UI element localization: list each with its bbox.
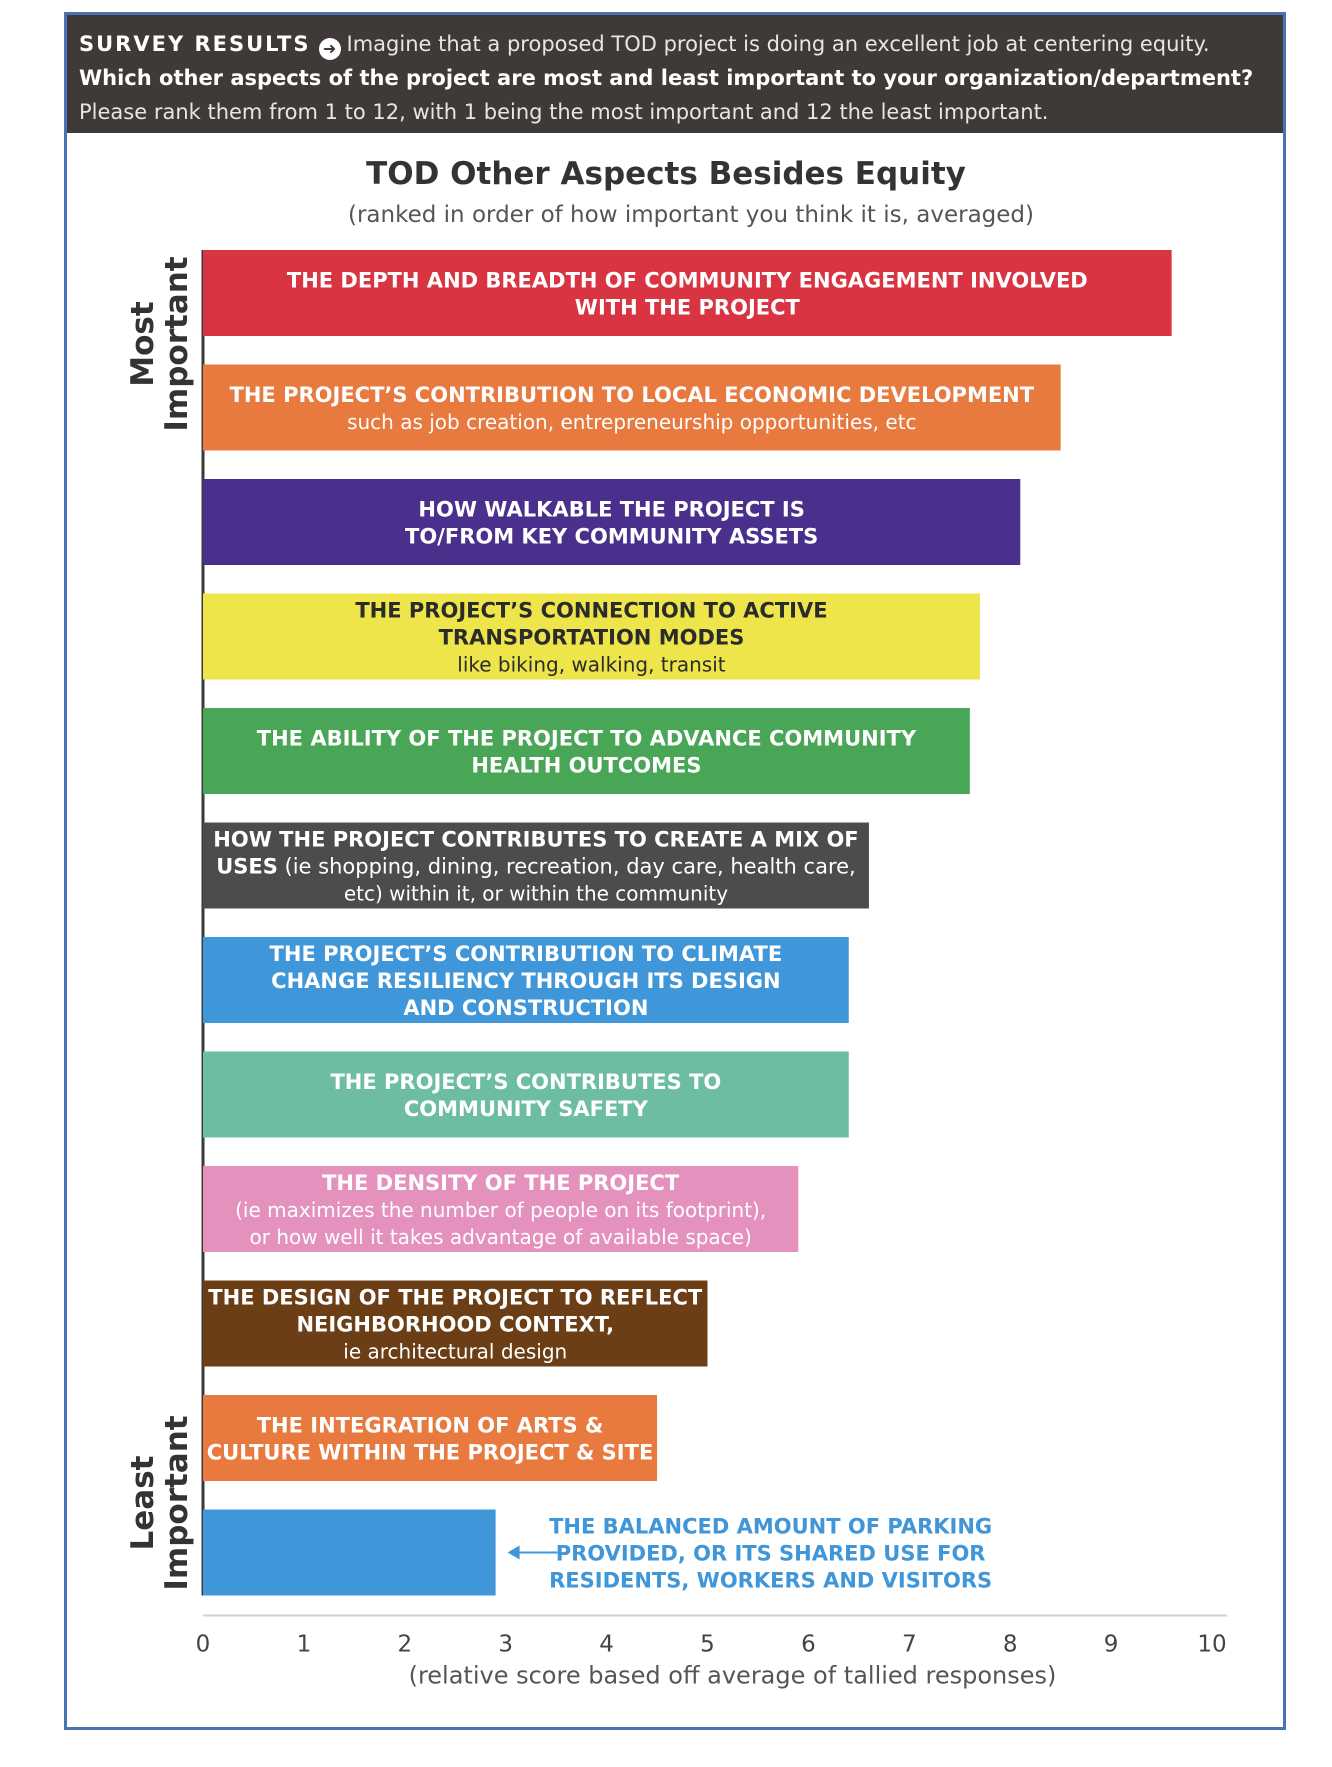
bar-10-label-line-1: THE DESIGN OF THE PROJECT TO REFLECT — [208, 1286, 703, 1310]
bar-4 — [203, 593, 980, 680]
bar-1-label-line-1: THE DEPTH AND BREADTH OF COMMUNITY ENGAG… — [287, 269, 1088, 293]
x-tick-6: 6 — [801, 1632, 816, 1658]
pointer-arrow-icon — [507, 1545, 520, 1560]
x-tick-4: 4 — [599, 1632, 614, 1658]
bar-5-label-line-2: HEALTH OUTCOMES — [471, 754, 701, 778]
header-question-intro: Imagine that a proposed TOD project is d… — [346, 32, 1210, 56]
survey-header: SURVEY RESULTS ➜Imagine that a proposed T… — [67, 15, 1283, 133]
x-tick-1: 1 — [297, 1632, 312, 1658]
bar-12-label-line-2: PROVIDED, OR ITS SHARED USE FOR — [556, 1542, 986, 1566]
bar-7-label-line-2: CHANGE RESILIENCY THROUGH ITS DESIGN — [271, 969, 780, 993]
bar-12 — [203, 1509, 496, 1596]
bar-6-label-line-3: etc) within it, or within the community — [344, 882, 728, 906]
bar-2-label-line-1: THE PROJECT’S CONTRIBUTION TO LOCAL ECON… — [230, 383, 1035, 407]
bar-7 — [203, 937, 849, 1023]
header-instructions: Please rank them from 1 to 12, with 1 be… — [79, 100, 1049, 124]
x-tick-2: 2 — [397, 1632, 412, 1658]
x-tick-7: 7 — [902, 1632, 917, 1658]
bar-4-label-line-2: TRANSPORTATION MODES — [439, 626, 745, 650]
x-tick-0: 0 — [196, 1632, 211, 1658]
bar-7-label-line-3: AND CONSTRUCTION — [403, 996, 648, 1020]
bar-4-label-line-3: like biking, walking, transit — [457, 653, 725, 677]
bar-5-label-line-1: THE ABILITY OF THE PROJECT TO ADVANCE CO… — [257, 727, 917, 751]
bar-3-label-line-2: TO/FROM KEY COMMUNITY ASSETS — [405, 525, 818, 549]
bar-10 — [203, 1280, 708, 1367]
bar-5 — [203, 708, 970, 794]
bar-11 — [203, 1395, 658, 1481]
bar-6 — [203, 822, 869, 909]
x-axis-label: (relative score based off average of tal… — [409, 1662, 1057, 1690]
bar-8-label-line-1: THE PROJECT’S CONTRIBUTES TO — [330, 1070, 721, 1094]
bar-11-label-line-1: THE INTEGRATION OF ARTS & — [257, 1414, 604, 1438]
bar-7-label-line-1: THE PROJECT’S CONTRIBUTION TO CLIMATE — [270, 942, 783, 966]
header-line-1: SURVEY RESULTS ➜Imagine that a proposed T… — [79, 27, 1271, 61]
bar-1-label-line-2: WITH THE PROJECT — [575, 296, 801, 320]
x-tick-10: 10 — [1197, 1632, 1226, 1658]
x-tick-8: 8 — [1003, 1632, 1018, 1658]
bar-8 — [203, 1051, 849, 1138]
bar-3-label-line-1: HOW WALKABLE THE PROJECT IS — [418, 498, 804, 522]
bar-9-label-line-1: THE DENSITY OF THE PROJECT — [322, 1171, 680, 1195]
bar-2-label-line-2: such as job creation, entrepreneurship o… — [347, 410, 916, 434]
bar-2 — [203, 364, 1061, 451]
bar-9-label-line-3: or how well it takes advantage of availa… — [250, 1225, 752, 1249]
x-tick-5: 5 — [700, 1632, 715, 1658]
x-tick-9: 9 — [1104, 1632, 1119, 1658]
circle-arrow-right-icon: ➜ — [318, 38, 341, 60]
chart-title: TOD Other Aspects Besides Equity — [366, 156, 966, 192]
bar-1 — [203, 250, 1172, 336]
bar-12-label-line-1: THE BALANCED AMOUNT OF PARKING — [549, 1515, 992, 1539]
bar-9 — [203, 1166, 799, 1252]
bar-10-label-line-3: ie architectural design — [343, 1340, 567, 1364]
bar-8-label-line-2: COMMUNITY SAFETY — [404, 1097, 649, 1121]
chart-subtitle: (ranked in order of how important you th… — [348, 202, 1034, 228]
bar-12-label-line-3: RESIDENTS, WORKERS AND VISITORS — [549, 1569, 992, 1593]
bar-6-label-line-2: USES (ie shopping, dining, recreation, d… — [216, 855, 856, 879]
bar-10-label-line-2: NEIGHBORHOOD CONTEXT, — [296, 1313, 614, 1337]
bar-9-label-line-2: (ie maximizes the number of people on it… — [235, 1198, 766, 1222]
x-tick-3: 3 — [498, 1632, 513, 1658]
bar-6-label-line-1: HOW THE PROJECT CONTRIBUTES TO CREATE A … — [213, 828, 858, 852]
header-question: Which other aspects of the project are m… — [79, 66, 1254, 90]
bar-3 — [203, 479, 1021, 565]
bar-11-label-line-2: CULTURE WITHIN THE PROJECT & SITE — [207, 1441, 654, 1465]
bar-4-label-line-1: THE PROJECT’S CONNECTION TO ACTIVE — [355, 599, 827, 623]
survey-results-tag: SURVEY RESULTS — [79, 32, 311, 56]
